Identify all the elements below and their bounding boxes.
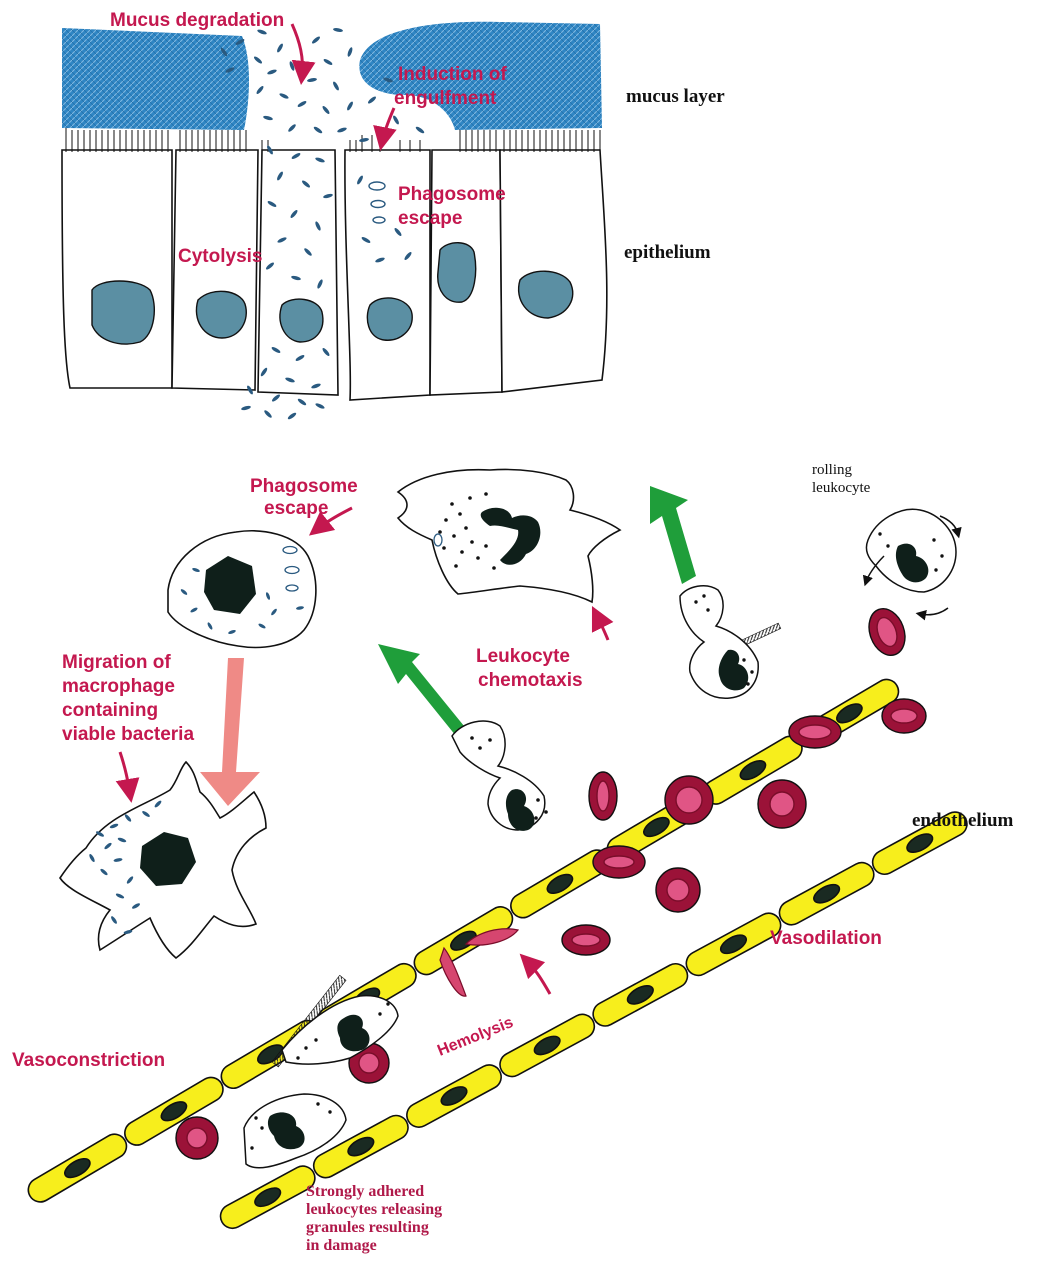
hemolysis-label: Hemolysis (435, 1014, 516, 1060)
green-arrow-left (378, 644, 464, 736)
rolling-leukocyte (866, 509, 958, 614)
mucus-layer-left (62, 28, 249, 130)
phagosome-top-label-line2: escape (398, 208, 462, 229)
rbc (176, 1117, 218, 1159)
vasodilation-label: Vasodilation (770, 928, 882, 949)
hemolysis-arrow (526, 960, 550, 994)
adhered-label-line3: granules resulting (306, 1219, 429, 1236)
phagosome-mid-label-line1: Phagosome (250, 476, 358, 497)
rbc (656, 868, 700, 912)
rolling-label-line1: rolling (812, 462, 852, 478)
vessel-section: Phagosome escape rolling leukocyte Migra… (12, 462, 1014, 1254)
endothelium-label: endothelium (912, 810, 1014, 831)
chemotaxis-label-line2: chemotaxis (478, 670, 583, 691)
induction-label-line2: engulfment (394, 88, 497, 109)
adhesion-strip-upper (742, 623, 781, 645)
rbc (758, 780, 806, 828)
migration-label-line2: macrophage (62, 676, 175, 697)
migration-label-line4: viable bacteria (62, 724, 194, 745)
leukocyte-chemotaxis (398, 469, 620, 602)
transmigrating-leukocyte-middle (452, 721, 548, 831)
phagosome-mid-label-line2: escape (264, 498, 328, 519)
mucus-degradation-label: Mucus degradation (110, 10, 284, 31)
migration-indicator-arrow (120, 752, 130, 794)
adhered-label-line2: leukocytes releasing (306, 1201, 442, 1218)
mucus-layer-label: mucus layer (626, 86, 725, 107)
migration-label-line3: containing (62, 700, 158, 721)
chemotaxis-label-line1: Leukocyte (476, 646, 570, 667)
rbc (562, 925, 610, 955)
macrophage-top (168, 531, 316, 648)
rbc (863, 604, 911, 661)
cytolysis-label: Cytolysis (178, 246, 262, 267)
microvilli (66, 128, 600, 152)
rbc (589, 772, 617, 820)
rbc (593, 846, 645, 878)
adhered-label-line1: Strongly adhered (306, 1183, 424, 1200)
engulfment-arrow (382, 108, 394, 142)
phagosome-top-label-line1: Phagosome (398, 184, 506, 205)
epithelium-section: Mucus degradation Induction of engulfmen… (62, 10, 725, 420)
rbc (882, 699, 926, 733)
green-arrow-right (650, 486, 696, 584)
vasoconstriction-label: Vasoconstriction (12, 1050, 165, 1071)
migration-arrow (200, 658, 260, 806)
induction-label-line1: Induction of (398, 64, 507, 85)
migration-label-line1: Migration of (62, 652, 171, 673)
adhered-label-line4: in damage (306, 1237, 377, 1254)
chemotaxis-indicator-arrow (596, 614, 608, 640)
epithelium-label: epithelium (624, 242, 711, 263)
rbc (665, 776, 713, 824)
rbc (789, 716, 841, 748)
rolling-label-line2: leukocyte (812, 480, 871, 496)
